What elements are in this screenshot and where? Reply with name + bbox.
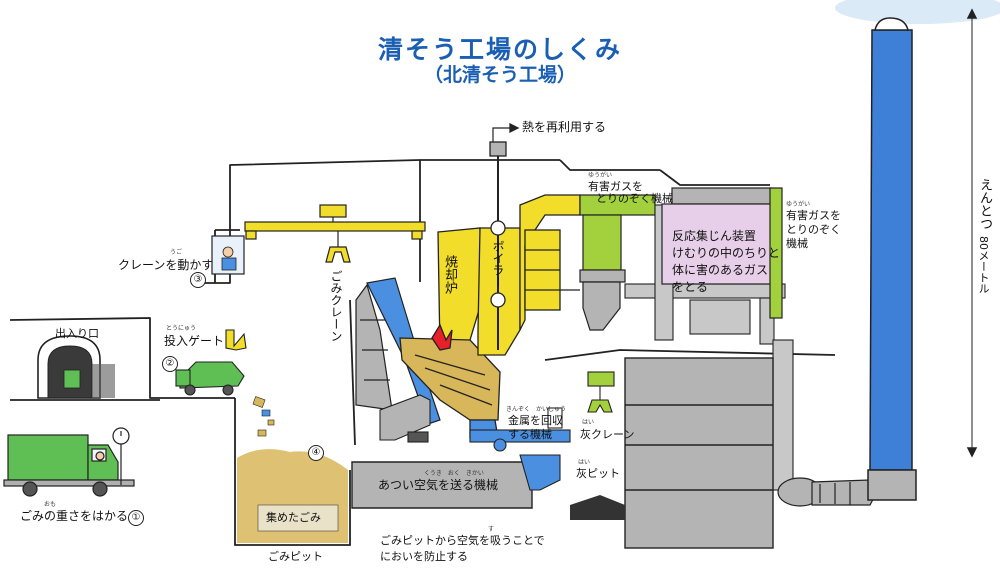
label-ash-crane: 灰クレーン: [580, 428, 635, 441]
step-3: ③: [190, 272, 206, 288]
ruby-crane-operate: うご: [170, 249, 183, 256]
ash-crane: [469, 371, 615, 491]
label-reaction-l1: 反応集じん装置: [672, 229, 757, 243]
label-chimney: えんとつ: [977, 178, 992, 230]
label-collected-garbage: 集めたごみ: [266, 511, 321, 524]
label-garbage-pit: ごみピット: [268, 550, 323, 563]
ruby-input-gate: とうにゅう: [166, 325, 197, 332]
ruby-pit-air: す: [488, 526, 495, 533]
ruby-ash-pit: はい: [578, 459, 591, 466]
label-harmful-gas-2c: 機械: [786, 237, 808, 250]
label-reaction-l2: けむりの中のちりと: [672, 246, 781, 260]
label-reaction-l3: 体に害のあるガス: [672, 263, 769, 277]
step-4: ④: [308, 445, 324, 461]
air-duct: [379, 394, 431, 443]
boiler: [477, 122, 581, 356]
label-heat-reuse: 熱を再利用する: [522, 120, 607, 134]
entrance-tunnel: [37, 335, 115, 399]
gas-removal-2: [769, 187, 783, 319]
ruby-hot-air: くうき おく きかい: [424, 470, 484, 477]
crane-control-room: [211, 235, 245, 275]
label-metal-recovery-l2: する機械: [508, 428, 552, 441]
label-input-gate: 投入ゲート: [164, 334, 225, 348]
label-weigh: ごみの重さをはかる: [20, 509, 129, 523]
cloud: [835, 0, 1000, 24]
label-ash-pit: 灰ピット: [576, 467, 620, 480]
label-reaction-l4: をとる: [672, 280, 709, 294]
label-metal-recovery-l1: 金属を回収: [508, 414, 563, 427]
page-subtitle: （北清そう工場）: [423, 64, 576, 86]
label-harmful-gas-1: 有害ガスを: [588, 180, 643, 193]
incinerator: [399, 227, 501, 439]
ruby-harmful-gas-1: ゆうがい: [588, 172, 613, 179]
label-boiler: ボイラー: [491, 240, 505, 288]
label-harmful-gas-1b: とりのぞく機械: [596, 192, 673, 205]
reaction-dust-collector: [661, 187, 775, 285]
chimney-duct: [777, 477, 879, 507]
dump-truck: [175, 329, 247, 396]
label-incinerator: 焼却炉: [442, 255, 457, 294]
label-entrance: 出入り口: [55, 327, 99, 340]
label-chimney-height: 80メートル: [977, 236, 990, 294]
ruby-metal-recovery: きんぞく かいしゅう: [506, 406, 567, 413]
page-title: 清そう工場のしくみ: [377, 35, 622, 64]
garbage-truck: [3, 427, 135, 497]
ruby-harmful-gas-2: ゆうがい: [786, 201, 811, 208]
label-pit-air-l2: においを防止する: [380, 550, 468, 563]
building-outline: [9, 159, 836, 446]
label-harmful-gas-2b: とりのぞく: [786, 223, 841, 236]
overhead-crane: [244, 204, 426, 263]
label-harmful-gas-2: 有害ガスを: [786, 209, 841, 222]
ruby-weigh: おも: [44, 501, 57, 508]
label-hot-air: あつい空気を送る機械: [378, 478, 499, 492]
step-1: ①: [128, 510, 144, 526]
step-2: ②: [162, 356, 178, 372]
ruby-ash-crane: はい: [582, 419, 595, 426]
chimney: [867, 8, 978, 501]
label-crane-operate: クレーンを動かす: [118, 258, 214, 272]
ash-pit: [570, 495, 625, 520]
gas-removal-1: [560, 194, 656, 331]
label-pit-air-l1: ごみピットから空気を吸うことで: [380, 534, 545, 547]
garbage-pit: [234, 398, 351, 546]
label-garbage-crane: ごみクレーン: [329, 270, 343, 342]
falling-garbage: [252, 396, 275, 437]
ash-tower: [624, 357, 774, 549]
